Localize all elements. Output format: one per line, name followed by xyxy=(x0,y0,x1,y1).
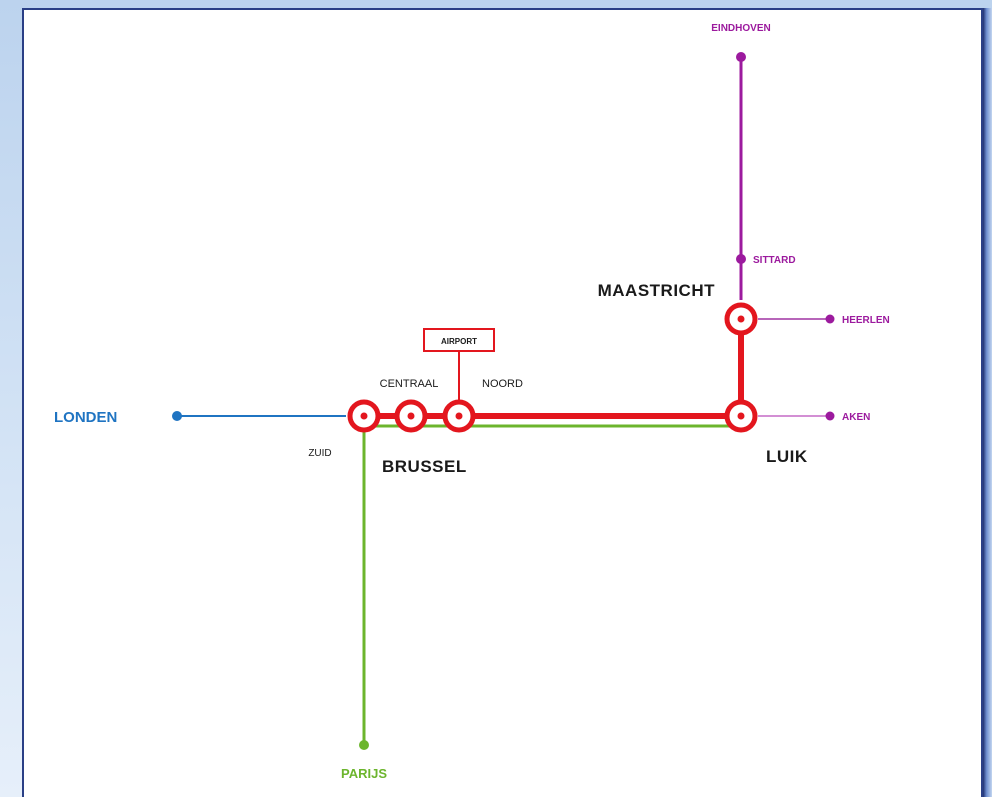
label-heerlen: HEERLEN xyxy=(842,315,890,326)
station-brussel-noord xyxy=(442,399,476,433)
station-brussel-centraal xyxy=(394,399,428,433)
label-aken: AKEN xyxy=(842,412,870,423)
panel-edge-shade xyxy=(983,8,992,797)
station-brussel-zuid xyxy=(347,399,381,433)
map-panel xyxy=(22,8,983,797)
stop-eindhoven xyxy=(736,52,746,62)
label-airport: AIRPORT xyxy=(441,337,477,346)
stop-aken xyxy=(825,411,835,421)
stop-parijs xyxy=(359,740,369,750)
station-maastricht xyxy=(724,302,758,336)
label-luik: LUIK xyxy=(766,447,808,466)
label-brussel: BRUSSEL xyxy=(382,457,467,476)
stop-sittard xyxy=(736,254,746,264)
label-parijs: PARIJS xyxy=(341,766,387,781)
label-eindhoven: EINDHOVEN xyxy=(711,23,770,34)
stop-heerlen xyxy=(825,314,835,324)
stop-londen xyxy=(172,411,182,421)
label-centraal: CENTRAAL xyxy=(380,378,439,390)
label-zuid: ZUID xyxy=(308,448,331,459)
label-sittard: SITTARD xyxy=(753,255,796,266)
label-noord: NOORD xyxy=(482,378,523,390)
airport-box xyxy=(423,328,495,352)
label-londen: LONDEN xyxy=(54,409,117,426)
station-luik xyxy=(724,399,758,433)
label-maastricht: MAASTRICHT xyxy=(598,281,715,300)
